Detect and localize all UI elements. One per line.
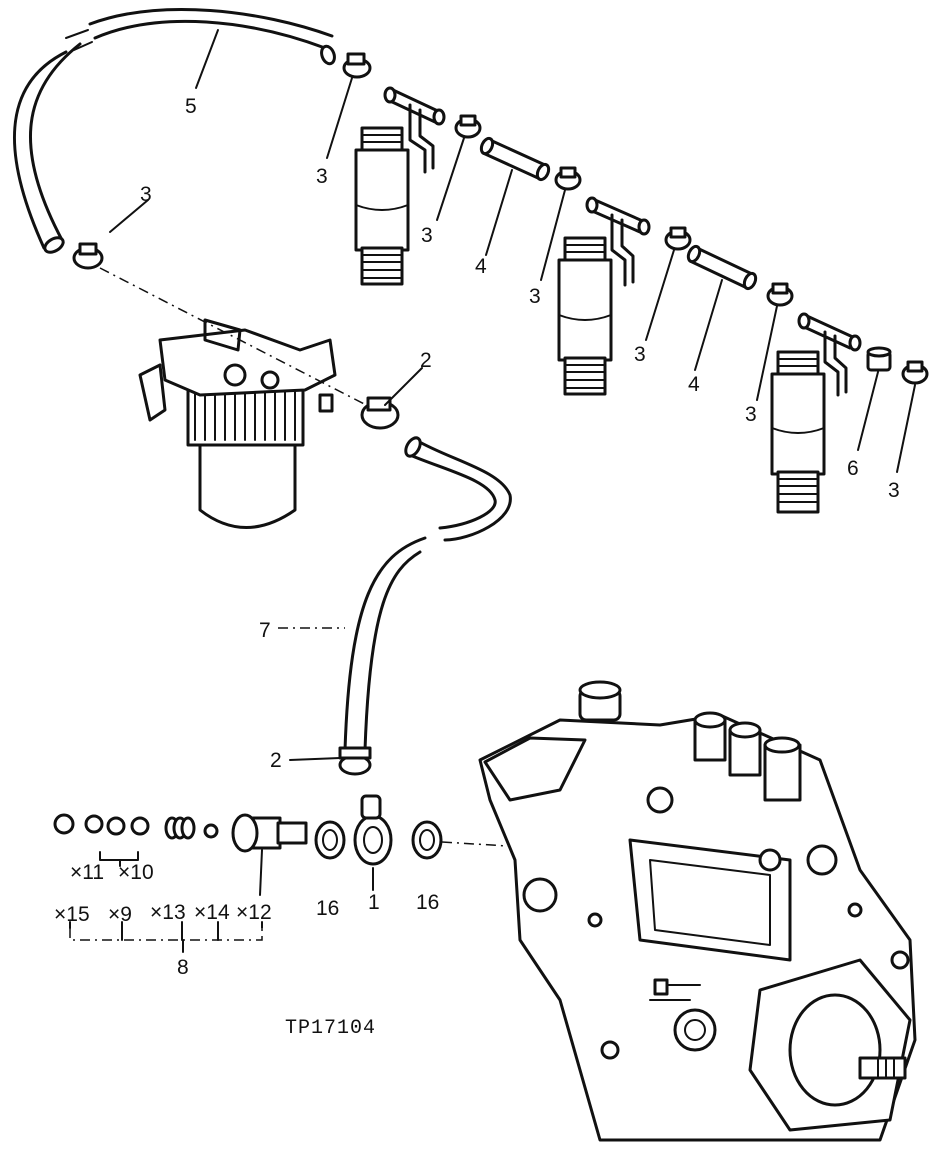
hose-clamp — [766, 282, 794, 307]
callout-16: 16 — [416, 891, 440, 914]
figure-code: TP17104 — [285, 1017, 377, 1040]
fuel-filter — [138, 318, 337, 529]
callout-13: ×13 — [150, 901, 186, 924]
callout-9: ×9 — [108, 903, 132, 926]
callout-15: ×15 — [54, 903, 90, 926]
hose-7 — [338, 436, 512, 776]
callout-3: 3 — [634, 343, 646, 366]
leader-lines — [109, 29, 916, 896]
callout-2: 2 — [420, 349, 432, 372]
hose-clamp — [72, 242, 104, 270]
injection-nozzle — [354, 126, 410, 286]
shims-and-springs — [53, 813, 219, 840]
callout-3: 3 — [745, 403, 757, 426]
hose-clamp — [901, 360, 929, 385]
hose-clamp — [454, 114, 482, 139]
callout-3: 3 — [421, 224, 433, 247]
hose-4 — [479, 136, 551, 182]
callout-8: 8 — [177, 956, 189, 979]
callout-4: 4 — [688, 373, 700, 396]
gasket-16 — [314, 820, 346, 860]
hose-5 — [13, 8, 336, 254]
callout-3: 3 — [140, 183, 152, 206]
hose-clamp-2 — [360, 396, 400, 430]
injection-pump — [478, 680, 917, 1142]
injection-nozzle — [557, 236, 613, 396]
hose-clamp — [554, 166, 582, 191]
callout-7: 7 — [259, 619, 271, 642]
callout-1: 1 — [368, 891, 380, 914]
cap-6 — [866, 346, 892, 372]
gasket-16 — [411, 820, 443, 860]
callout-3: 3 — [529, 285, 541, 308]
callout-10: ×10 — [118, 861, 154, 884]
callout-5: 5 — [185, 95, 197, 118]
callout-3: 3 — [888, 479, 900, 502]
overflow-valve — [231, 813, 308, 853]
callout-12: ×12 — [236, 901, 272, 924]
callout-2: 2 — [270, 749, 282, 772]
banjo-fitting-1 — [353, 794, 393, 866]
injection-nozzle — [770, 350, 826, 514]
leak-off-pipe — [585, 196, 651, 287]
callout-3: 3 — [316, 165, 328, 188]
callout-16: 16 — [316, 897, 340, 920]
leak-off-pipe — [797, 312, 862, 397]
group-bracket — [69, 851, 263, 953]
callout-11: ×11 — [70, 861, 105, 884]
callout-14: ×14 — [194, 901, 230, 924]
hose-4 — [686, 244, 758, 291]
callout-4: 4 — [475, 255, 487, 278]
leak-off-pipe — [383, 86, 446, 174]
callout-6: 6 — [847, 457, 859, 480]
leader-dash — [99, 267, 373, 409]
hose-clamp — [664, 226, 692, 251]
hose-clamp — [342, 52, 372, 79]
